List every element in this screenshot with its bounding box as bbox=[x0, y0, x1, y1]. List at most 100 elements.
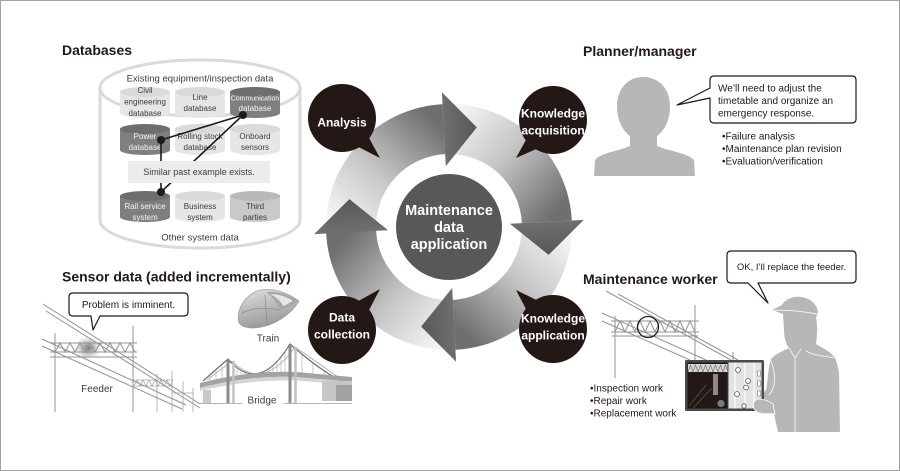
map-marker bbox=[741, 403, 747, 409]
bridge-deck bbox=[200, 371, 352, 388]
step-label: collection bbox=[314, 328, 370, 342]
map-marker bbox=[734, 391, 740, 397]
train-panel-lines bbox=[241, 294, 281, 326]
map-side-control bbox=[757, 390, 761, 397]
step-bubble bbox=[308, 84, 376, 152]
planner-task-item: •Evaluation/verification bbox=[722, 157, 823, 168]
step-bubble-tail bbox=[357, 136, 380, 158]
database-cylinder-body bbox=[175, 92, 225, 118]
database-label: database bbox=[184, 143, 217, 152]
similar-example-text: Similar past example exists. bbox=[143, 167, 255, 177]
step-label: Data bbox=[329, 311, 355, 325]
bridge-tower-rear-legs bbox=[232, 347, 297, 403]
link-dot-communication bbox=[239, 111, 247, 119]
database-label: system bbox=[187, 213, 213, 222]
database-label: engineering bbox=[124, 98, 166, 107]
database-label: sensors bbox=[241, 143, 269, 152]
database-label: Civil bbox=[137, 86, 152, 95]
center-label-line: Maintenance bbox=[405, 203, 493, 219]
databases-section: Databases Existing equipment/inspection … bbox=[62, 42, 302, 250]
business-system-database: Business system bbox=[175, 191, 225, 222]
link-dot-power bbox=[157, 136, 165, 144]
train-label: Train bbox=[257, 334, 279, 345]
worker-hand bbox=[753, 398, 776, 415]
step-label: Knowledge bbox=[521, 312, 585, 326]
database-label: system bbox=[132, 213, 158, 222]
step-label: Knowledge bbox=[521, 107, 585, 121]
line-database: Line database bbox=[175, 87, 225, 118]
cycle-arrow-heads bbox=[314, 92, 584, 362]
overhead-wires bbox=[41, 303, 201, 410]
step-knowledge-acquisition: Knowledge acquisition bbox=[516, 86, 587, 158]
worker-clothing-details bbox=[768, 309, 835, 432]
camera-view-pole bbox=[713, 374, 718, 395]
database-label: Line bbox=[192, 93, 208, 102]
planner-task-item: •Failure analysis bbox=[722, 132, 795, 143]
power-database: Power database bbox=[120, 124, 170, 155]
database-label: Business bbox=[184, 202, 216, 211]
map-marker bbox=[745, 378, 751, 384]
link-dot-rail-service bbox=[157, 188, 165, 196]
planner-speech-line: emergency response. bbox=[718, 109, 814, 120]
fault-spot bbox=[74, 336, 102, 360]
center-circle bbox=[396, 174, 502, 280]
center-label-line: application bbox=[411, 237, 488, 253]
bridge-deck-underside bbox=[200, 376, 352, 391]
rail-service-system-database: Rail service system bbox=[120, 191, 170, 222]
civil-engineering-database: Civil engineering database bbox=[120, 86, 170, 118]
worker-title: Maintenance worker bbox=[583, 271, 718, 287]
database-cylinder-body bbox=[230, 196, 280, 222]
catenary-poles bbox=[54, 326, 134, 412]
database-label: database bbox=[129, 143, 162, 152]
cycle-arrow-left-body bbox=[326, 229, 456, 350]
database-cylinder-top bbox=[175, 87, 225, 97]
planner-speech-bubble bbox=[676, 75, 857, 124]
database-cylinder-top bbox=[230, 87, 280, 97]
cycle-arrow-top-head bbox=[441, 92, 477, 167]
sensor-data-title: Sensor data (added incrementally) bbox=[62, 269, 291, 285]
inspection-target-circle bbox=[636, 315, 660, 339]
catenary-truss bbox=[614, 319, 696, 334]
similar-example-banner bbox=[128, 161, 270, 183]
step-label: acquisition bbox=[521, 124, 584, 138]
camera-view-rails bbox=[688, 384, 713, 409]
step-bubble-tail bbox=[516, 138, 538, 158]
third-parties-database: Third parties bbox=[230, 191, 280, 222]
database-label: Power bbox=[134, 132, 157, 141]
map-side-control bbox=[757, 370, 761, 377]
cycle-arrow-right-body bbox=[442, 104, 572, 225]
planner-avatar-icon bbox=[594, 77, 695, 176]
train-illustration bbox=[237, 288, 300, 329]
database-label: Onboard bbox=[239, 132, 270, 141]
bridge-main-cable bbox=[202, 343, 335, 382]
train-windshield-reflection bbox=[270, 294, 293, 306]
cycle-arrow-bottom-head bbox=[421, 287, 457, 362]
camera-view-truss-pattern bbox=[687, 364, 729, 373]
step-label: Analysis bbox=[317, 116, 367, 130]
center-label-line: data bbox=[434, 220, 465, 236]
database-label: database bbox=[184, 104, 217, 113]
cycle-arrow-left-head bbox=[314, 199, 389, 235]
cycle-arrow-right-head bbox=[509, 219, 584, 255]
tablet-device bbox=[685, 360, 764, 411]
feeder-catenary-illustration bbox=[41, 303, 201, 412]
camera-view-truss bbox=[688, 364, 728, 372]
map-side-control bbox=[757, 380, 761, 387]
database-cylinder-top bbox=[230, 191, 280, 201]
planner-task-item: •Maintenance plan revision bbox=[722, 144, 842, 155]
camera-view-button bbox=[717, 399, 725, 408]
database-label: Rolling stock bbox=[177, 132, 223, 141]
map-marker bbox=[735, 367, 741, 373]
database-cylinder-top bbox=[175, 191, 225, 201]
other-data-group-label: Other system data bbox=[161, 233, 239, 244]
database-cylinder-top bbox=[230, 124, 280, 134]
step-knowledge-application: Knowledge application bbox=[516, 290, 587, 363]
step-bubble bbox=[519, 295, 587, 363]
step-bubble-tail bbox=[357, 289, 380, 312]
database-cylinder-body bbox=[120, 196, 170, 222]
communication-database: Communication database bbox=[230, 87, 280, 118]
existing-data-group-label: Existing equipment/inspection data bbox=[127, 74, 275, 85]
database-label: parties bbox=[243, 213, 267, 222]
database-label: Third bbox=[246, 202, 264, 211]
